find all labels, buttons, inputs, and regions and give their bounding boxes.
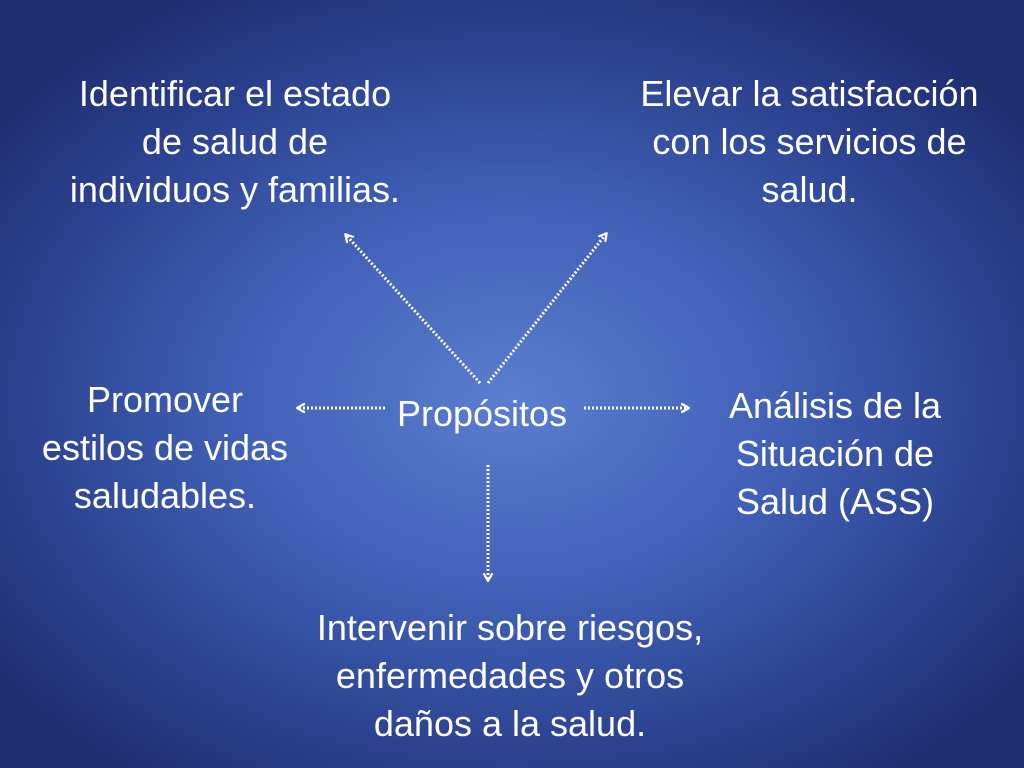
node-identificar-estado-salud: Identificar el estado de salud de indivi… (69, 73, 401, 210)
node-center-propositos: Propósitos (396, 393, 568, 434)
arrow-to-top-left (346, 235, 482, 385)
node-promover-estilos: Promover estilos de vidas saludables. (41, 379, 289, 516)
arrow-to-top-right (486, 234, 606, 384)
node-analisis-situacion: Análisis de la Situación de Salud (ASS) (728, 385, 942, 522)
node-elevar-satisfaccion: Elevar la satisfacción con los servicios… (640, 73, 979, 210)
node-intervenir-riesgos: Intervenir sobre riesgos, enfermedades y… (316, 607, 704, 744)
